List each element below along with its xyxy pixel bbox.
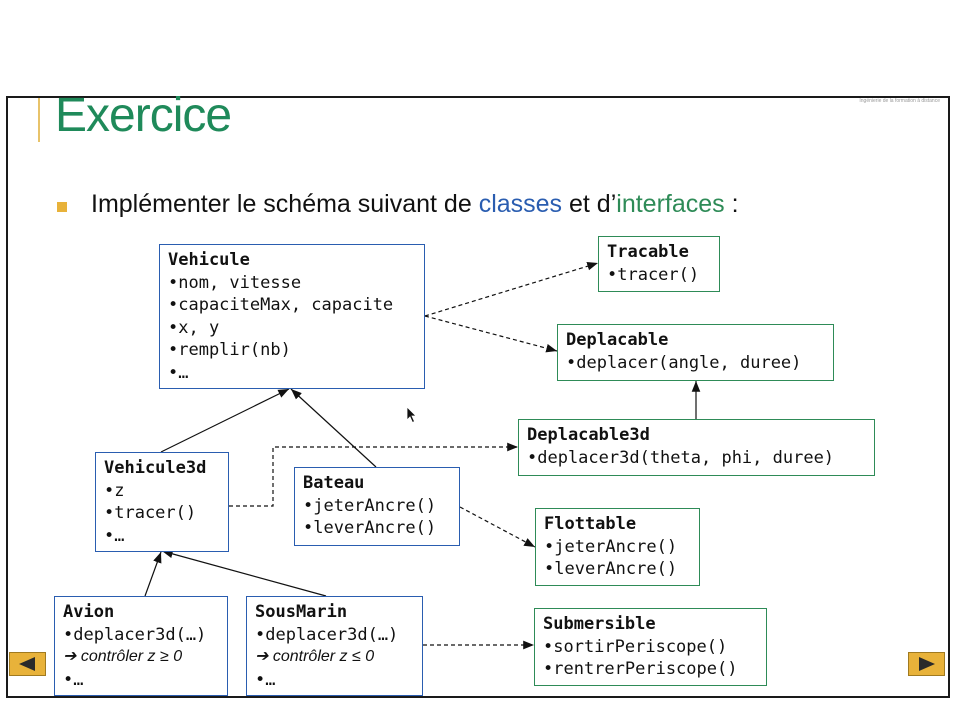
class-member: •… <box>63 669 84 690</box>
interface-member: •sortirPeriscope() <box>543 636 728 657</box>
interface-name: Flottable <box>544 514 637 534</box>
class-note: ➔ contrôler z ≥ 0 <box>63 648 183 665</box>
class-note: ➔ contrôler z ≤ 0 <box>255 648 375 665</box>
interface-deplacable: Deplacable •deplacer(angle, duree) <box>557 324 834 381</box>
class-sousmarin: SousMarin •deplacer3d(…) ➔ contrôler z ≤… <box>246 596 423 696</box>
interface-name: Deplacable3d <box>527 425 650 445</box>
interface-member: •deplacer(angle, duree) <box>566 352 802 373</box>
brand-caption: Ingénierie de la formation à distance <box>859 98 940 104</box>
interface-member: •jeterAncre() <box>544 536 678 557</box>
triangle-right-icon <box>919 657 935 671</box>
interface-tracable: Tracable •tracer() <box>598 236 720 292</box>
class-member: •deplacer3d(…) <box>255 624 399 645</box>
bullet-square-icon <box>57 202 67 212</box>
interface-deplacable3d: Deplacable3d •deplacer3d(theta, phi, dur… <box>518 419 875 476</box>
class-name: Bateau <box>303 473 365 493</box>
class-member: •deplacer3d(…) <box>63 624 207 645</box>
interface-member: •tracer() <box>607 264 700 285</box>
interface-member: •deplacer3d(theta, phi, duree) <box>527 447 835 468</box>
keyword-interfaces: interfaces <box>616 190 725 218</box>
class-bateau: Bateau •jeterAncre() •leverAncre() <box>294 467 460 546</box>
class-member: •leverAncre() <box>303 518 437 538</box>
instruction-part: et d’ <box>562 190 617 218</box>
class-name: SousMarin <box>255 602 348 622</box>
triangle-left-icon <box>19 657 35 671</box>
class-member: •… <box>104 525 125 546</box>
interface-name: Submersible <box>543 614 656 634</box>
class-member: •remplir(nb) <box>168 340 291 360</box>
class-avion: Avion •deplacer3d(…) ➔ contrôler z ≥ 0 •… <box>54 596 228 696</box>
next-slide-button[interactable] <box>908 652 945 676</box>
class-member: •x, y <box>168 317 220 338</box>
instruction-part: : <box>724 190 739 218</box>
keyword-classes: classes <box>478 190 563 218</box>
interface-flottable: Flottable •jeterAncre() •leverAncre() <box>535 508 700 586</box>
slide-title: Exercice <box>55 89 232 142</box>
interface-member: •leverAncre() <box>544 559 678 579</box>
class-member: •tracer() <box>104 503 197 523</box>
class-member: •… <box>255 669 276 690</box>
instruction-text: Implémenter le schéma suivant de classes… <box>91 190 739 219</box>
interface-member: •rentrerPeriscope() <box>543 659 738 679</box>
class-vehicule: Vehicule •nom, vitesse •capaciteMax, cap… <box>159 244 425 389</box>
interface-name: Tracable <box>607 242 689 262</box>
class-name: Vehicule <box>168 250 250 270</box>
interface-name: Deplacable <box>566 330 669 350</box>
title-accent-bar <box>38 98 40 142</box>
class-member: •capaciteMax, capacite <box>168 295 394 315</box>
interface-submersible: Submersible •sortirPeriscope() •rentrerP… <box>534 608 767 686</box>
class-name: Vehicule3d <box>104 458 207 478</box>
class-vehicule3d: Vehicule3d •z •tracer() •… <box>95 452 229 552</box>
instruction-part: Implémenter le schéma suivant de <box>91 190 479 218</box>
class-member: •jeterAncre() <box>303 495 437 516</box>
class-member: •nom, vitesse <box>168 272 302 293</box>
mouse-pointer-icon <box>406 406 417 424</box>
class-member: •z <box>104 480 125 501</box>
class-name: Avion <box>63 602 115 622</box>
class-member: •… <box>168 362 189 383</box>
previous-slide-button[interactable] <box>9 652 46 676</box>
